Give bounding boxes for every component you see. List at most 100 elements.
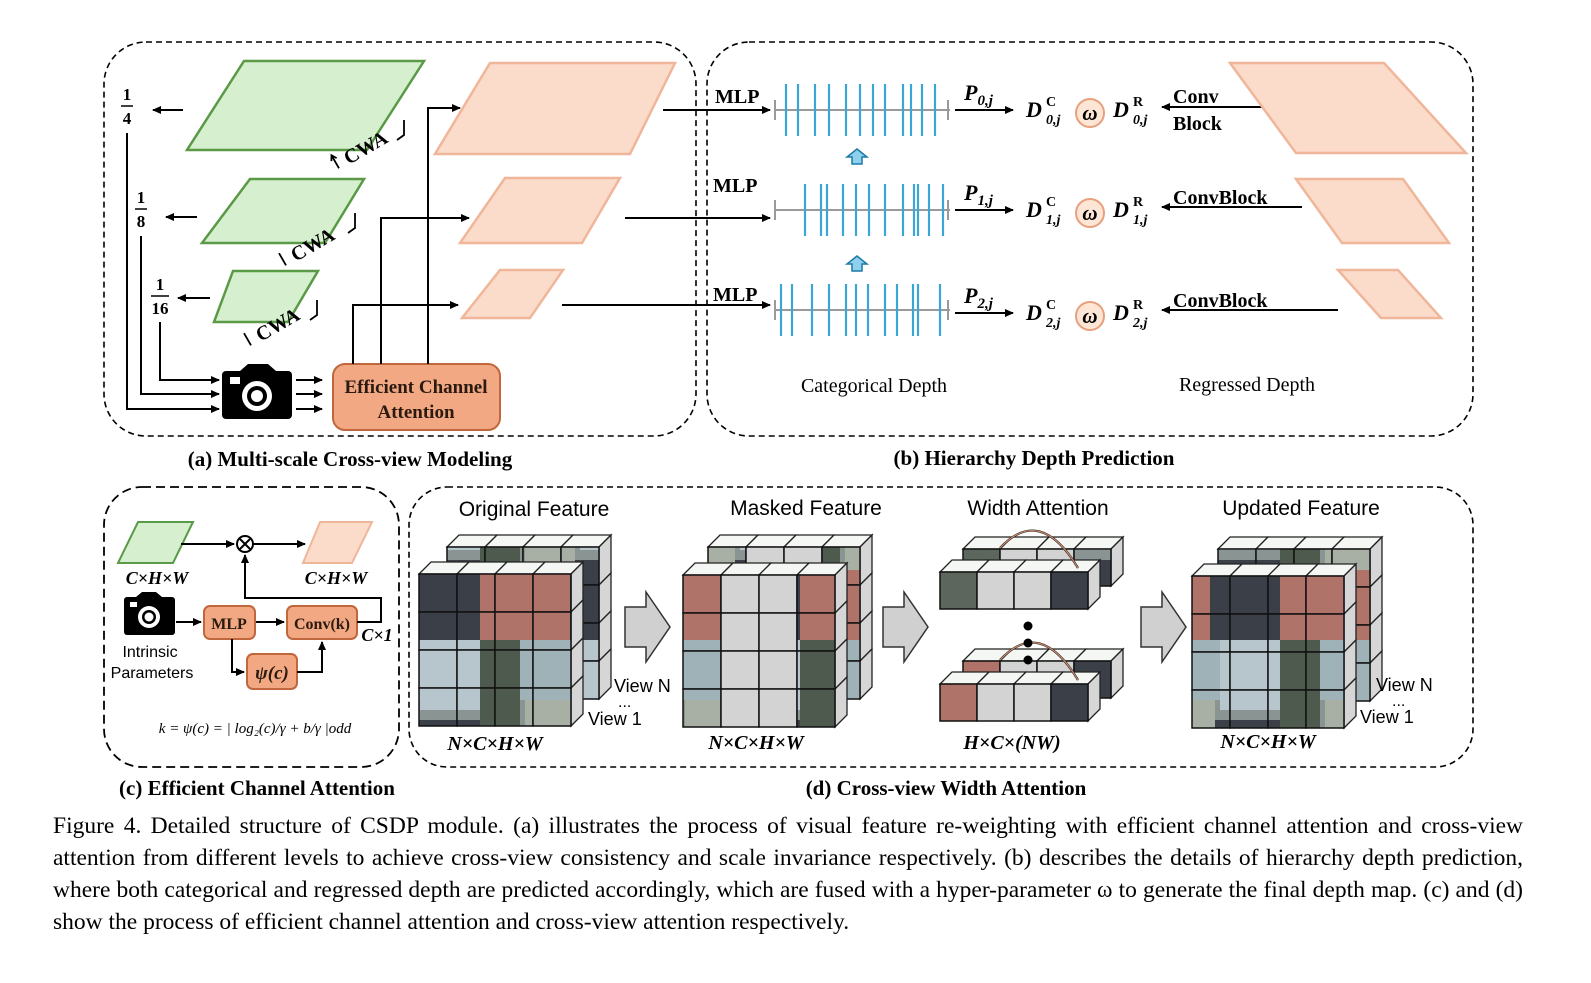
dim-label: N×C×H×W — [707, 732, 805, 754]
feature-cell — [796, 688, 836, 728]
feature-cell — [758, 574, 798, 614]
ellipsis-dot — [1023, 621, 1033, 631]
feature-cell — [456, 687, 496, 727]
stage-title-updated: Updated Feature — [1222, 497, 1380, 520]
feature-map-scale-1-16 — [212, 269, 321, 324]
feature-cell — [796, 612, 836, 652]
mlp-label: MLP — [211, 616, 247, 633]
c-by-1-label: C×1 — [361, 625, 392, 645]
feature-cell — [1305, 613, 1345, 653]
connector — [231, 639, 245, 676]
conv-block-label: ConvBlock — [1173, 290, 1268, 312]
ellipsis-dot — [1023, 638, 1033, 648]
svg-text:8: 8 — [137, 212, 146, 231]
regressed-depth-symbol: D — [1112, 197, 1129, 222]
eca-label-line1: Efficient Channel — [344, 377, 487, 398]
svg-text:ω: ω — [1082, 304, 1097, 328]
eca-label-line2: Attention — [377, 402, 454, 423]
svg-text:0,j: 0,j — [1046, 113, 1061, 128]
eca-box — [332, 363, 501, 431]
panel-a-caption: (a) Multi-scale Cross-view Modeling — [188, 447, 513, 471]
dim-label: N×C×H×W — [1219, 731, 1317, 753]
connector — [241, 554, 382, 623]
scale-label-1-16: 1 16 — [151, 275, 169, 318]
mlp-label: MLP — [713, 175, 757, 197]
cwa-arrow — [396, 120, 405, 141]
svg-text:ω: ω — [1082, 201, 1097, 225]
svg-text:R: R — [1133, 195, 1144, 210]
svg-text:16: 16 — [152, 299, 169, 318]
view-1-label: View 1 — [1360, 707, 1414, 727]
feature-cell — [720, 688, 760, 728]
svg-text:R: R — [1133, 298, 1144, 313]
omega-fusion-icon — [1075, 301, 1105, 331]
mlp-box — [203, 605, 256, 640]
weighted-feature-scale-1-4 — [432, 61, 678, 156]
feature-cell — [1305, 689, 1345, 729]
feature-map-scale-1-8 — [199, 177, 367, 245]
mlp-label: MLP — [713, 284, 757, 306]
svg-text:C: C — [1046, 195, 1056, 210]
feature-cell — [939, 571, 978, 610]
svg-text:ω: ω — [1082, 101, 1097, 125]
svg-text:1,j: 1,j — [1133, 213, 1148, 228]
categorical-depth-bins — [774, 84, 950, 336]
updated-view-1-cube — [1190, 562, 1358, 730]
categorical-depth-symbol: D — [1025, 300, 1042, 325]
regressed-depth-symbol: D — [1112, 300, 1129, 325]
flow-arrow-icon — [882, 589, 929, 665]
dim-label: H×C×(NW) — [962, 732, 1060, 754]
dim-label: N×C×H×W — [446, 733, 544, 755]
figure-caption: Figure 4. Detailed structure of CSDP mod… — [53, 813, 1523, 935]
feature-cell — [1267, 689, 1307, 729]
feature-cell — [418, 687, 458, 727]
feature-cell — [1013, 683, 1052, 722]
flow-arrow-icon — [624, 589, 671, 665]
svg-text:1: 1 — [123, 85, 132, 104]
feature-cell — [1013, 571, 1052, 610]
svg-text:4: 4 — [123, 109, 132, 128]
feature-cell — [1229, 689, 1269, 729]
feature-cell — [494, 611, 534, 651]
cwa-arrow — [309, 300, 318, 321]
mlp-label: MLP — [715, 86, 759, 108]
regressed-depth-symbol: D — [1112, 97, 1129, 122]
ellipsis: ... — [618, 694, 631, 711]
input-dim-label: C×H×W — [126, 568, 191, 588]
cwa-arrow — [347, 213, 356, 234]
feature-cell — [1191, 613, 1231, 653]
connector — [352, 301, 459, 364]
regressed-feature-1-8 — [1293, 177, 1452, 245]
stage-title-width-attention: Width Attention — [967, 497, 1108, 520]
svg-text:1: 1 — [137, 188, 146, 207]
svg-text:2,j: 2,j — [1045, 316, 1061, 331]
feature-cell — [494, 687, 534, 727]
feature-cell — [1267, 613, 1307, 653]
panel-b-border — [706, 41, 1474, 437]
feature-cell — [1305, 651, 1345, 691]
connector — [427, 104, 461, 364]
kernel-size-formula: k = ψ(c) = | log₂(c)/γ + b/γ |odd — [159, 721, 352, 737]
panel-b-caption: (b) Hierarchy Depth Prediction — [894, 446, 1175, 470]
feature-cell — [758, 612, 798, 652]
connector — [380, 214, 470, 364]
conv-block-label: ConvBlock — [1173, 187, 1268, 209]
regressed-feature-1-4 — [1227, 61, 1469, 155]
feature-cell — [682, 688, 722, 728]
categorical-prob-label: P0,j — [963, 80, 994, 109]
feature-cell — [976, 683, 1015, 722]
categorical-prob-label: P2,j — [963, 283, 994, 312]
feature-cell — [456, 573, 496, 613]
feature-cell — [418, 611, 458, 651]
feature-cell — [939, 683, 978, 722]
svg-text:Block: Block — [1173, 113, 1223, 135]
feature-cell — [1229, 651, 1269, 691]
connector — [140, 236, 220, 398]
svg-text:R: R — [1133, 95, 1144, 110]
feature-cell — [1305, 575, 1345, 615]
feature-cell — [1267, 575, 1307, 615]
categorical-depth-label: Categorical Depth — [801, 375, 947, 397]
categorical-prob-label: P1,j — [963, 180, 994, 209]
omega-fusion-icon — [1075, 98, 1105, 128]
